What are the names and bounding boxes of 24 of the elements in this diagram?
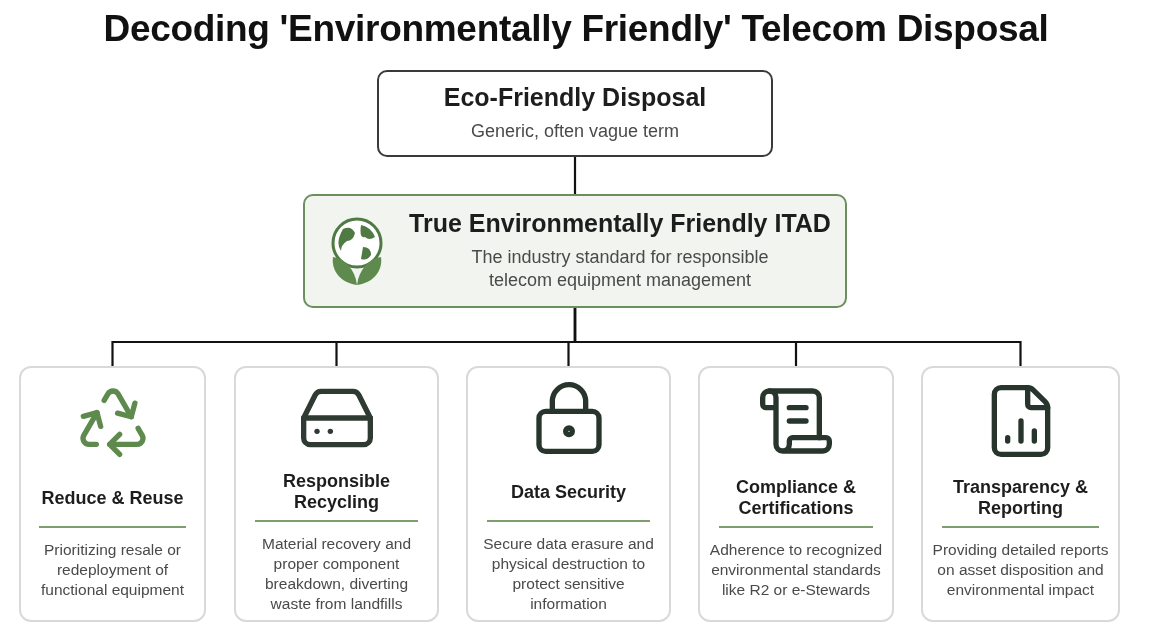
category-card <box>466 366 671 622</box>
box-heading: Eco-Friendly Disposal <box>443 83 707 113</box>
card-heading: Data Security <box>510 481 626 503</box>
card-heading: Reduce & Reuse <box>41 487 184 509</box>
card-heading: Transparency & Reporting <box>951 477 1089 519</box>
title: Decoding 'Environmentally Friendly' Telecom Disposal <box>102 8 1050 50</box>
category-card <box>921 366 1120 622</box>
category-card <box>698 366 894 622</box>
description-text: Material recovery and proper component breakdown, diverting waste from landfills <box>260 534 412 615</box>
description-text: Secure data erasure and physical destruction to protect sensitive information <box>482 534 655 615</box>
connector-line <box>573 308 1022 366</box>
connector-line <box>573 157 577 194</box>
process-box <box>377 70 773 157</box>
description-text: Adherence to recognized environmental standards like R2 or e-Stewards <box>708 540 884 601</box>
category-card <box>234 366 439 622</box>
card-heading: Responsible Recycling <box>281 471 391 513</box>
description-text: Prioritizing resale or redeployment of functional equipment <box>39 540 185 601</box>
card-heading: Compliance & Certifications <box>735 477 857 519</box>
description-text: Generic, often vague term <box>470 120 680 144</box>
category-card <box>19 366 206 622</box>
description-text: Providing detailed reports on asset disposition and environmental impact <box>931 540 1110 601</box>
description-text: The industry standard for responsible telecom equipment management <box>470 246 770 293</box>
highlight-box <box>303 194 847 308</box>
box-heading: True Environmentally Friendly ITAD <box>409 209 831 238</box>
